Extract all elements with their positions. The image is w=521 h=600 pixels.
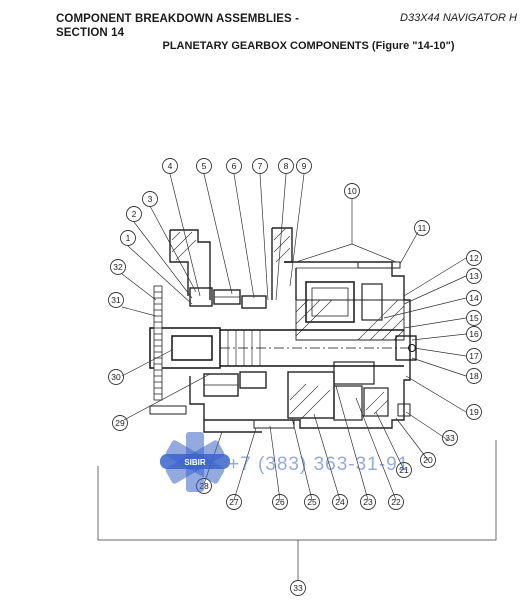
input-shaft xyxy=(149,327,417,369)
callout-14-label: 14 xyxy=(469,293,479,303)
callout-31-label: 31 xyxy=(111,295,121,305)
callout-20-label: 20 xyxy=(423,455,433,465)
callout-28-label: 28 xyxy=(199,481,209,491)
callout-12: 12 xyxy=(466,250,482,266)
section-heading-line1: COMPONENT BREAKDOWN ASSEMBLIES - xyxy=(56,13,299,25)
callout-16-label: 16 xyxy=(469,329,479,339)
callout-15-label: 15 xyxy=(469,313,479,323)
callout-22-label: 22 xyxy=(391,497,401,507)
callout-12-label: 12 xyxy=(469,253,479,263)
callout-17: 17 xyxy=(466,348,482,364)
callout-19: 19 xyxy=(466,404,482,420)
callout-24-label: 24 xyxy=(335,497,345,507)
callout-5-label: 5 xyxy=(202,161,207,171)
callout-14: 14 xyxy=(466,290,482,306)
callout-5: 5 xyxy=(196,158,212,174)
callout-33-bottom-label: 33 xyxy=(293,583,303,593)
callout-20: 20 xyxy=(420,452,436,468)
callout-9-label: 9 xyxy=(302,161,307,171)
callout-11-label: 11 xyxy=(418,223,427,233)
brake-disc-pack xyxy=(153,285,163,401)
callout-1-label: 1 xyxy=(126,233,131,243)
watermark-brand: SIBIR xyxy=(184,458,206,467)
callout-32: 32 xyxy=(110,259,126,275)
callout-16: 16 xyxy=(466,326,482,342)
callout-31: 31 xyxy=(108,292,124,308)
callout-33-right: 33 xyxy=(442,430,458,446)
callout-10-label: 10 xyxy=(347,186,357,196)
callout-30-label: 30 xyxy=(111,372,121,382)
callout-7: 7 xyxy=(252,158,268,174)
bolts xyxy=(149,261,411,429)
callout-8: 8 xyxy=(278,158,294,174)
callout-23-label: 23 xyxy=(363,497,373,507)
callout-6: 6 xyxy=(226,158,242,174)
callout-29: 29 xyxy=(112,415,128,431)
callout-33-right-label: 33 xyxy=(445,433,455,443)
callout-8-label: 8 xyxy=(284,161,289,171)
figure-title: PLANETARY GEARBOX COMPONENTS (Figure "14… xyxy=(0,40,521,52)
callout-13: 13 xyxy=(466,268,482,284)
callout-1: 1 xyxy=(120,230,136,246)
callout-25-label: 25 xyxy=(307,497,317,507)
callout-15: 15 xyxy=(466,310,482,326)
callout-2: 2 xyxy=(126,206,142,222)
leader-lines xyxy=(97,173,497,580)
callout-4-label: 4 xyxy=(168,161,173,171)
callout-18: 18 xyxy=(466,368,482,384)
callout-24: 24 xyxy=(332,494,348,510)
callout-26: 26 xyxy=(272,494,288,510)
watermark-phone: +7 (383) 363-31-91 xyxy=(228,454,409,475)
callout-29-label: 29 xyxy=(115,418,125,428)
callout-3: 3 xyxy=(142,191,158,207)
callout-32-label: 32 xyxy=(113,262,123,272)
callout-10: 10 xyxy=(344,183,360,199)
callout-4: 4 xyxy=(162,158,178,174)
callout-11: 11 xyxy=(414,220,430,236)
callout-27-label: 27 xyxy=(229,497,239,507)
callout-22: 22 xyxy=(388,494,404,510)
watermark: SIBIR +7 (383) 363-31-91 xyxy=(160,432,409,492)
callout-9: 9 xyxy=(296,158,312,174)
callout-33-bottom: 33 xyxy=(290,580,306,596)
callout-27: 27 xyxy=(226,494,242,510)
section-heading-line2: SECTION 14 xyxy=(56,27,125,39)
watermark-logo-icon xyxy=(160,432,230,492)
callout-30: 30 xyxy=(108,369,124,385)
callout-17-label: 17 xyxy=(469,351,479,361)
callout-21: 21 xyxy=(396,462,412,478)
callout-13-label: 13 xyxy=(469,271,479,281)
callout-23: 23 xyxy=(360,494,376,510)
section-heading: COMPONENT BREAKDOWN ASSEMBLIES - SECTION… xyxy=(56,12,299,40)
callout-21-label: 21 xyxy=(399,465,409,475)
callout-26-label: 26 xyxy=(275,497,285,507)
callout-2-label: 2 xyxy=(132,209,137,219)
figure-title-text: PLANETARY GEARBOX COMPONENTS (Figure "14… xyxy=(162,40,455,52)
callout-18-label: 18 xyxy=(469,371,479,381)
callout-6-label: 6 xyxy=(232,161,237,171)
model-name: D33X44 NAVIGATOR H xyxy=(400,12,517,24)
callout-3-label: 3 xyxy=(148,194,153,204)
callout-group: 1 2 3 4 5 6 7 8 9 10 11 12 13 14 15 16 1… xyxy=(108,158,482,596)
callout-19-label: 19 xyxy=(469,407,479,417)
callout-25: 25 xyxy=(304,494,320,510)
callout-7-label: 7 xyxy=(258,161,263,171)
